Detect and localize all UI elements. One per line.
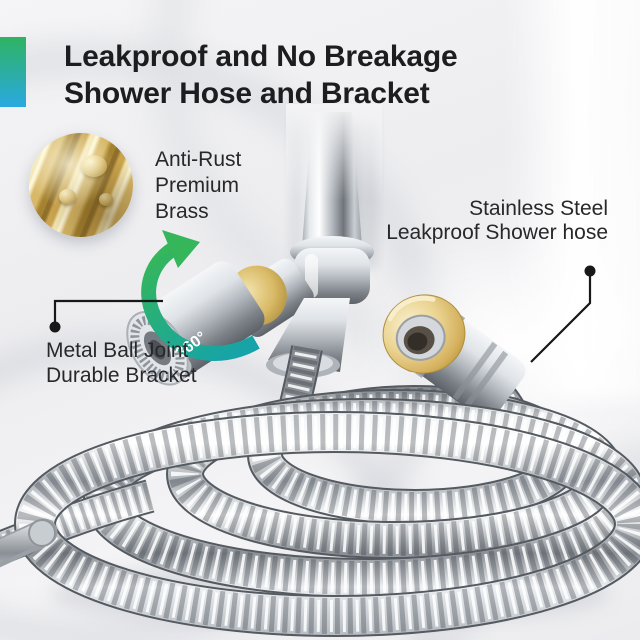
callout-hose-label: Stainless Steel Leakproof Shower hose bbox=[368, 197, 608, 245]
rotation-arrow-icon bbox=[141, 238, 260, 361]
callout-brass-line: Brass bbox=[155, 200, 209, 223]
leader-dot-bracket bbox=[49, 321, 61, 333]
leader-dot-hose bbox=[584, 265, 596, 277]
title-accent-bar bbox=[0, 37, 26, 107]
hose-end-fitting bbox=[0, 518, 58, 568]
rotation-arrowhead-icon bbox=[162, 230, 200, 268]
brass-fitting-face bbox=[382, 294, 466, 374]
leader-line-bracket bbox=[53, 299, 163, 327]
title-line-1: Leakproof and No Breakage bbox=[64, 40, 458, 73]
hose-connector bbox=[382, 294, 526, 420]
brass-closeup-photo bbox=[29, 133, 133, 237]
callout-bracket-line: Durable Bracket bbox=[46, 364, 197, 387]
callout-brass-line: Anti-Rust bbox=[155, 148, 242, 171]
shower-pipe bbox=[286, 104, 382, 274]
title-line-2: Shower Hose and Bracket bbox=[64, 77, 430, 110]
callout-hose-line: Stainless Steel bbox=[469, 197, 608, 220]
callout-lines bbox=[49, 265, 596, 363]
callout-bracket-label: Metal Ball Joint Durable Bracket bbox=[46, 338, 197, 388]
background-highlight bbox=[505, 0, 640, 400]
callout-brass-line: Premium bbox=[155, 174, 240, 197]
page-title: Leakproof and No Breakage Shower Hose an… bbox=[64, 38, 458, 112]
callout-hose-line: Leakproof Shower hose bbox=[386, 221, 608, 244]
callout-bracket-line: Metal Ball Joint bbox=[46, 339, 189, 362]
brass-sheen bbox=[29, 133, 133, 237]
hose-coil-front bbox=[0, 418, 635, 616]
leader-line-hose bbox=[530, 271, 592, 363]
callout-brass-label: Anti-Rust Premium Brass bbox=[155, 147, 241, 225]
